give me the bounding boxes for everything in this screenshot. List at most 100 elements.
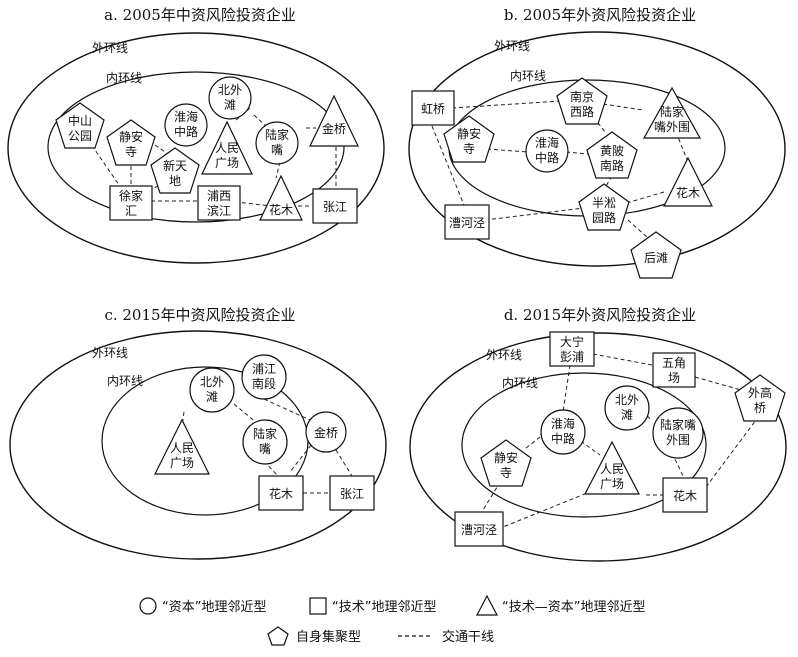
legend-item-traffic: 交通干线 xyxy=(398,629,494,645)
outer-ring-road xyxy=(409,332,787,562)
node-hh: 淮海中路 xyxy=(540,409,586,455)
svg-text:中山公园: 中山公园 xyxy=(68,113,92,143)
node-ljz: 陆家嘴 xyxy=(242,419,288,465)
svg-text:陆家嘴外围: 陆家嘴外围 xyxy=(654,104,690,134)
panel-title: c. 2015年中资风险投资企业 xyxy=(104,306,295,324)
svg-text:人民广场: 人民广场 xyxy=(215,141,239,170)
node-rmgc: 人民广场 xyxy=(201,120,253,175)
circle-icon xyxy=(139,597,157,615)
svg-text:“技术—资本”地理邻近型: “技术—资本”地理邻近型 xyxy=(502,600,645,615)
node-hm: 花木 xyxy=(258,475,304,511)
svg-text:淮海中路: 淮海中路 xyxy=(535,135,559,165)
node-ljzww: 陆家嘴外围 xyxy=(652,407,704,459)
svg-text:浦江南段: 浦江南段 xyxy=(252,362,276,391)
svg-text:花木: 花木 xyxy=(269,202,293,217)
node-bsyl: 半淞园路 xyxy=(578,183,630,231)
svg-text:“技术”地理邻近型: “技术”地理邻近型 xyxy=(332,600,436,615)
legend-item-capital: “资本”地理邻近型 xyxy=(139,597,266,615)
node-zj: 张江 xyxy=(329,475,375,511)
svg-text:虹桥: 虹桥 xyxy=(421,102,445,116)
node-ht: 后滩 xyxy=(630,231,682,279)
svg-text:陆家嘴外围: 陆家嘴外围 xyxy=(660,417,696,447)
svg-text:金桥: 金桥 xyxy=(314,425,338,440)
node-dnpp: 大宁彭浦 xyxy=(549,331,595,367)
node-chj: 漕河泾 xyxy=(454,511,504,547)
panel-b: b. 2005年外资风险投资企业 外环线 内环线 虹桥 南京西路 陆家嘴外围 静… xyxy=(408,6,786,279)
svg-text:张江: 张江 xyxy=(340,487,364,501)
node-xjh: 徐家汇 xyxy=(109,185,153,221)
node-pxbj: 浦西滨江 xyxy=(197,185,241,221)
svg-text:北外滩: 北外滩 xyxy=(200,375,224,404)
pentagon-icon xyxy=(267,626,289,646)
svg-text:半淞园路: 半淞园路 xyxy=(592,196,616,225)
square-icon xyxy=(309,597,327,615)
node-ja: 静安寺 xyxy=(480,439,532,487)
node-rmgc: 人民广场 xyxy=(154,418,210,475)
legend-item-self: 自身集聚型 xyxy=(267,626,361,646)
svg-text:后滩: 后滩 xyxy=(644,251,668,265)
inner-ring-label: 内环线 xyxy=(107,374,143,388)
node-hm: 花木 xyxy=(259,174,303,221)
node-bw: 北外滩 xyxy=(189,367,235,413)
panel-title: a. 2005年中资风险投资企业 xyxy=(104,6,296,24)
node-hh: 淮海中路 xyxy=(164,103,208,147)
panel-title: b. 2005年外资风险投资企业 xyxy=(504,6,696,24)
svg-text:新天地: 新天地 xyxy=(163,158,187,188)
svg-text:花木: 花木 xyxy=(673,488,697,503)
svg-text:外高桥: 外高桥 xyxy=(748,385,772,415)
svg-text:浦西滨江: 浦西滨江 xyxy=(207,189,231,218)
inner-ring-label: 内环线 xyxy=(510,69,546,83)
svg-text:花木: 花木 xyxy=(676,185,700,200)
node-zs: 中山公园 xyxy=(55,102,105,149)
legend: “资本”地理邻近型 “技术”地理邻近型 “技术—资本”地理邻近型 自身集聚型 交… xyxy=(139,594,645,646)
node-wgq: 外高桥 xyxy=(734,374,786,422)
outer-ring-road xyxy=(408,31,786,267)
svg-text:静安寺: 静安寺 xyxy=(119,129,143,159)
svg-text:大宁彭浦: 大宁彭浦 xyxy=(560,334,584,364)
svg-text:淮海中路: 淮海中路 xyxy=(174,109,198,139)
svg-text:花木: 花木 xyxy=(269,486,293,501)
node-hm: 花木 xyxy=(662,477,708,513)
node-hpnl: 黄陂南路 xyxy=(586,131,638,179)
svg-text:陆家嘴: 陆家嘴 xyxy=(265,127,289,157)
inner-ring-label: 内环线 xyxy=(502,376,538,390)
svg-text:自身集聚型: 自身集聚型 xyxy=(296,629,361,645)
svg-text:“资本”地理邻近型: “资本”地理邻近型 xyxy=(162,600,266,615)
legend-item-tech-capital: “技术—资本”地理邻近型 xyxy=(476,594,645,616)
svg-text:南京西路: 南京西路 xyxy=(570,89,594,119)
outer-ring-road xyxy=(9,330,387,560)
panel-a: a. 2005年中资风险投资企业 外环线 内环线 中山公园 静安寺 淮海中路 北… xyxy=(7,6,385,264)
inner-ring-label: 内环线 xyxy=(106,71,142,85)
inner-ring-road xyxy=(47,71,345,223)
outer-ring-label: 外环线 xyxy=(494,39,530,53)
node-hm: 花木 xyxy=(663,156,713,207)
legend-item-tech: “技术”地理邻近型 xyxy=(309,597,436,615)
svg-text:北外滩: 北外滩 xyxy=(218,83,242,112)
svg-text:金桥: 金桥 xyxy=(322,121,346,136)
outer-ring-road xyxy=(7,32,385,264)
node-hq: 虹桥 xyxy=(411,90,455,126)
node-xtd: 新天地 xyxy=(150,147,200,194)
node-jq: 金桥 xyxy=(309,94,359,147)
triangle-icon xyxy=(476,594,498,616)
svg-text:交通干线: 交通干线 xyxy=(442,629,494,645)
svg-text:静安寺: 静安寺 xyxy=(457,126,481,156)
svg-text:北外滩: 北外滩 xyxy=(615,393,639,422)
node-wjc: 五角场 xyxy=(652,352,696,388)
svg-text:漕河泾: 漕河泾 xyxy=(461,523,497,537)
outer-ring-label: 外环线 xyxy=(92,41,128,55)
node-chj: 漕河泾 xyxy=(444,204,490,240)
svg-text:漕河泾: 漕河泾 xyxy=(449,216,485,230)
outer-ring-label: 外环线 xyxy=(92,346,128,360)
inner-ring-road xyxy=(461,372,707,518)
node-ja: 静安寺 xyxy=(106,119,156,166)
svg-text:淮海中路: 淮海中路 xyxy=(551,416,575,446)
node-zj: 张江 xyxy=(312,188,358,224)
node-njxl: 南京西路 xyxy=(556,77,608,125)
node-ja: 静安寺 xyxy=(443,115,495,163)
svg-text:静安寺: 静安寺 xyxy=(494,450,518,480)
node-ljz: 陆家嘴 xyxy=(255,121,299,165)
svg-text:五角场: 五角场 xyxy=(662,356,686,385)
